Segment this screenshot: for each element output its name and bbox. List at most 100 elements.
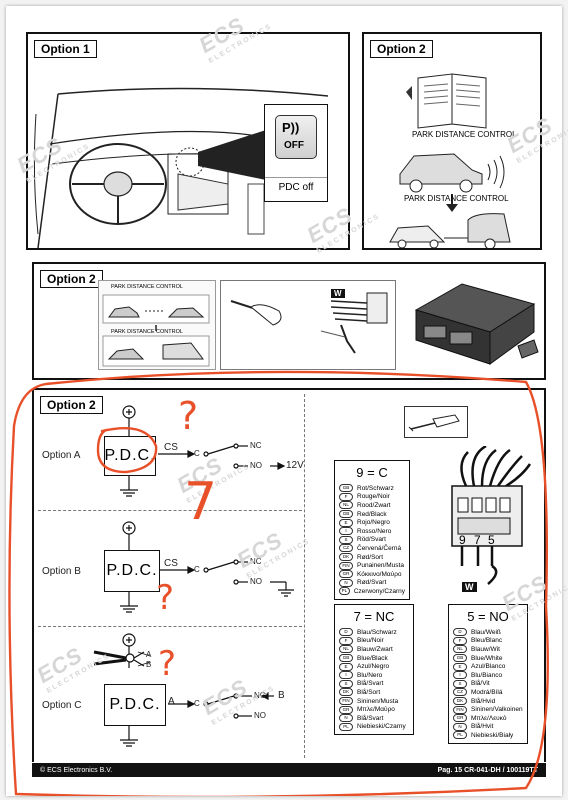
- color-code-text: Rosso/Nero: [357, 527, 392, 535]
- table-row: CZ Červená/Černá: [339, 544, 405, 553]
- country-code-oval: FIN: [339, 697, 353, 706]
- pdc-switch-button[interactable]: P)) OFF: [275, 115, 317, 159]
- color-code-text: Blå/Vit: [471, 680, 490, 688]
- color-code-text: Blå/Sort: [357, 688, 381, 696]
- color-code-text: Red/Black: [357, 510, 387, 518]
- country-code-oval: CZ: [339, 544, 353, 553]
- country-code-oval: FIN: [453, 705, 467, 714]
- color-code-text: Blå/Hvid: [471, 697, 496, 705]
- color-code-text: Bleu/Blanc: [471, 637, 503, 645]
- footer-copyright: © ECS Electronics B.V.: [40, 766, 113, 774]
- no-label-b: NO: [250, 577, 262, 586]
- pdc-box-b: P.D.C.: [104, 550, 160, 592]
- color-code-text: Blauw/Wit: [471, 645, 500, 653]
- mini-title-1: PARK DISTANCE CONTROL: [111, 284, 183, 290]
- country-code-oval: NL: [339, 501, 353, 510]
- country-code-oval: E: [453, 662, 467, 671]
- option-b-label: Option B: [42, 566, 81, 577]
- w-badge: W: [331, 289, 345, 298]
- country-code-oval: GB: [339, 510, 353, 519]
- country-code-oval: NL: [453, 645, 467, 654]
- color-code-text: Červená/Černá: [357, 544, 402, 552]
- nc-label-b: NC: [250, 557, 262, 566]
- color-code-text: Sininen/Valkoinen: [471, 706, 523, 714]
- pin-9-label: 9: [459, 533, 466, 547]
- country-code-oval: S: [453, 679, 467, 688]
- country-code-oval: E: [339, 662, 353, 671]
- question-mark-1: ?: [178, 394, 199, 438]
- country-code-oval: GB: [453, 654, 467, 663]
- color-code-text: Bleu/Noir: [357, 637, 384, 645]
- pin-7-label: 7: [474, 533, 481, 547]
- country-code-oval: F: [339, 636, 353, 645]
- table-row: DK Blå/Hvid: [453, 697, 523, 706]
- off-text: OFF: [284, 140, 304, 151]
- color-code-text: Blau/Weiß: [471, 628, 501, 636]
- country-code-oval: GR: [453, 714, 467, 723]
- mini-cars-illustration: [102, 294, 210, 367]
- dashboard-illustration: [33, 87, 329, 248]
- color-code-text: Blu/Nero: [357, 671, 383, 679]
- table-row: NL Blauw/Wit: [453, 645, 523, 654]
- panel-option-2-top: Option 2 PARK DISTANCE CONTROL PARK DIST…: [362, 32, 542, 250]
- mini-title-2: PARK DISTANCE CONTROL: [111, 329, 183, 335]
- soldering-icon-box: [404, 406, 468, 438]
- country-code-oval: D: [339, 628, 353, 637]
- panel-option-2-bottom: Option 2: [32, 388, 546, 762]
- color-code-text: Punainen/Musta: [357, 562, 404, 570]
- footer-page-ref: Pag. 15 CR-041-DH / 100119TT: [437, 766, 538, 774]
- country-code-oval: GR: [339, 570, 353, 579]
- table-row: F Bleu/Noir: [339, 636, 409, 646]
- country-code-oval: S: [339, 679, 353, 688]
- b-label-top: B: [146, 660, 152, 669]
- country-code-oval: N: [453, 722, 467, 731]
- pin-5-label: 5: [488, 533, 495, 547]
- pdc-box-c: P.D.C.: [104, 684, 166, 726]
- soldering-connector-illustration: [230, 292, 388, 354]
- country-code-oval: DK: [339, 553, 353, 562]
- country-code-oval: DK: [453, 697, 467, 706]
- cs-label-b: CS: [164, 558, 178, 569]
- no-label-c: NO: [254, 711, 266, 720]
- color-code-text: Rød/Svart: [357, 579, 387, 587]
- country-code-oval: F: [453, 636, 467, 645]
- table-9-c-title: 9 = C: [356, 465, 388, 480]
- color-code-text: Modrá/Bílá: [471, 688, 503, 696]
- nc-label-c: NC: [254, 691, 266, 700]
- pdc-title-1: PARK DISTANCE CONTROL: [412, 130, 517, 139]
- country-code-oval: N: [339, 714, 353, 723]
- color-code-text: Rojo/Negro: [357, 519, 390, 527]
- a-label-left: A: [146, 650, 152, 659]
- c-label-c: C: [194, 699, 200, 708]
- country-code-oval: PL: [339, 587, 350, 596]
- c-label-a: C: [194, 449, 200, 458]
- wiring-box: W: [220, 280, 396, 370]
- table-row: FIN Sininen/Valkoinen: [453, 705, 523, 714]
- color-code-text: Sininen/Musta: [357, 697, 399, 705]
- color-code-text: Czerwony/Czarny: [353, 587, 405, 595]
- color-code-text: Blue/White: [471, 654, 503, 662]
- color-code-text: Blauw/Zwart: [357, 645, 393, 653]
